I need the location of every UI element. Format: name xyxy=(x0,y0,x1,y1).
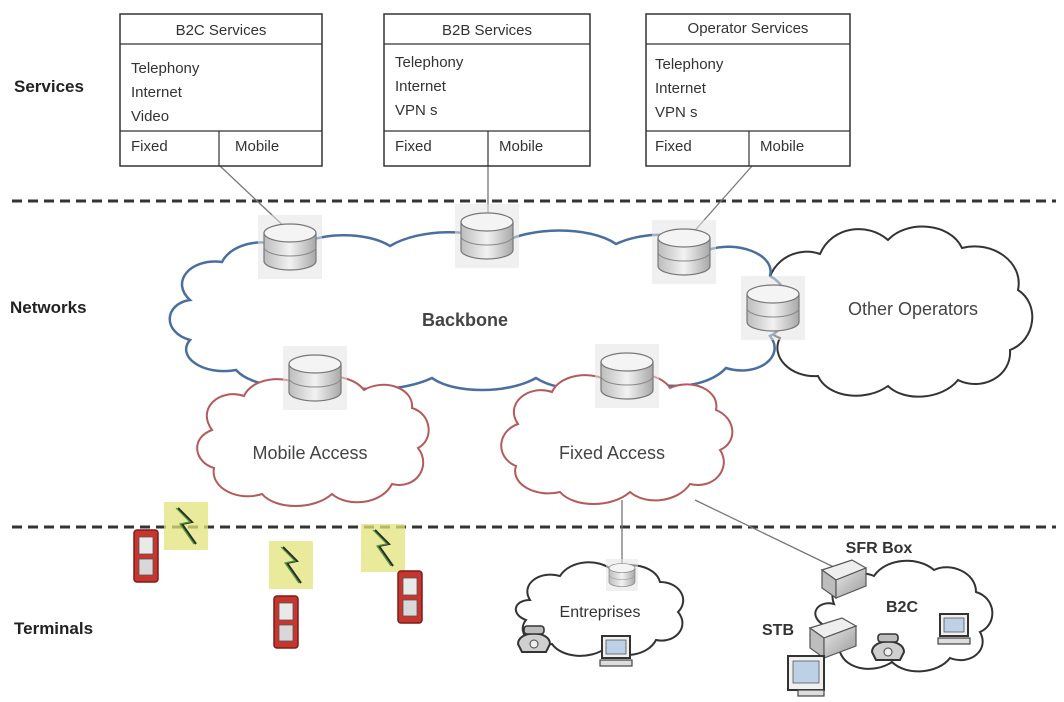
router-icon xyxy=(454,203,520,269)
tv-monitor-icon xyxy=(787,655,825,697)
mobile-phone-icon xyxy=(273,595,299,649)
service-item: VPN s xyxy=(395,102,438,119)
service-mobile-label: Mobile xyxy=(499,138,543,155)
router-icon xyxy=(594,343,660,409)
sfr-box-icon xyxy=(820,559,868,600)
layer-label-services: Services xyxy=(14,77,84,96)
backbone-label: Backbone xyxy=(422,310,508,330)
mobile-phone-icon xyxy=(133,529,159,583)
service-mobile-label: Mobile xyxy=(760,138,804,155)
other-operators-label: Other Operators xyxy=(848,299,978,319)
layer-label-networks: Networks xyxy=(10,298,87,317)
wireless-signal-icon xyxy=(163,501,209,551)
service-item: Video xyxy=(131,108,169,125)
b2c-label: B2C xyxy=(886,599,918,616)
fixed-access-label: Fixed Access xyxy=(559,443,665,463)
router-icon xyxy=(651,219,717,285)
router-icon xyxy=(605,558,639,592)
service-item: VPN s xyxy=(655,104,698,121)
mobile-access-label: Mobile Access xyxy=(252,443,367,463)
other-operators-cloud xyxy=(760,225,1034,398)
router-icon xyxy=(740,275,806,341)
mobile-access-cloud xyxy=(196,375,430,507)
layer-label-terminals: Terminals xyxy=(14,619,93,638)
stb-icon xyxy=(808,617,858,660)
service-fixed-label: Fixed xyxy=(131,138,168,155)
computer-icon xyxy=(937,613,971,645)
service-item: Internet xyxy=(131,84,183,101)
computer-icon xyxy=(599,635,633,667)
fixed-access-cloud xyxy=(500,373,734,505)
service-title: B2C Services xyxy=(176,22,267,39)
wireless-signal-icon xyxy=(360,523,406,573)
service-box-operator: Operator Services Telephony Internet VPN… xyxy=(645,13,851,167)
service-box-b2b: B2B Services Telephony Internet VPN s Fi… xyxy=(383,13,591,167)
service-title: Operator Services xyxy=(688,20,809,37)
service-fixed-label: Fixed xyxy=(655,138,692,155)
router-icon xyxy=(257,214,323,280)
service-mobile-label: Mobile xyxy=(235,138,279,155)
service-item: Internet xyxy=(655,80,707,97)
connector-fixed-sfrbox xyxy=(694,499,841,571)
entreprises-label: Entreprises xyxy=(560,604,641,621)
router-icon xyxy=(282,345,348,411)
service-item: Telephony xyxy=(655,56,724,73)
service-title: B2B Services xyxy=(442,22,532,39)
service-item: Internet xyxy=(395,78,447,95)
service-item: Telephony xyxy=(131,60,200,77)
service-fixed-label: Fixed xyxy=(395,138,432,155)
mobile-phone-icon xyxy=(397,570,423,624)
service-item: Telephony xyxy=(395,54,464,71)
stb-label: STB xyxy=(762,622,794,639)
wireless-signal-icon xyxy=(268,540,314,590)
service-box-b2c: B2C Services Telephony Internet Video Fi… xyxy=(119,13,323,167)
sfr-box-label: SFR Box xyxy=(846,540,913,557)
